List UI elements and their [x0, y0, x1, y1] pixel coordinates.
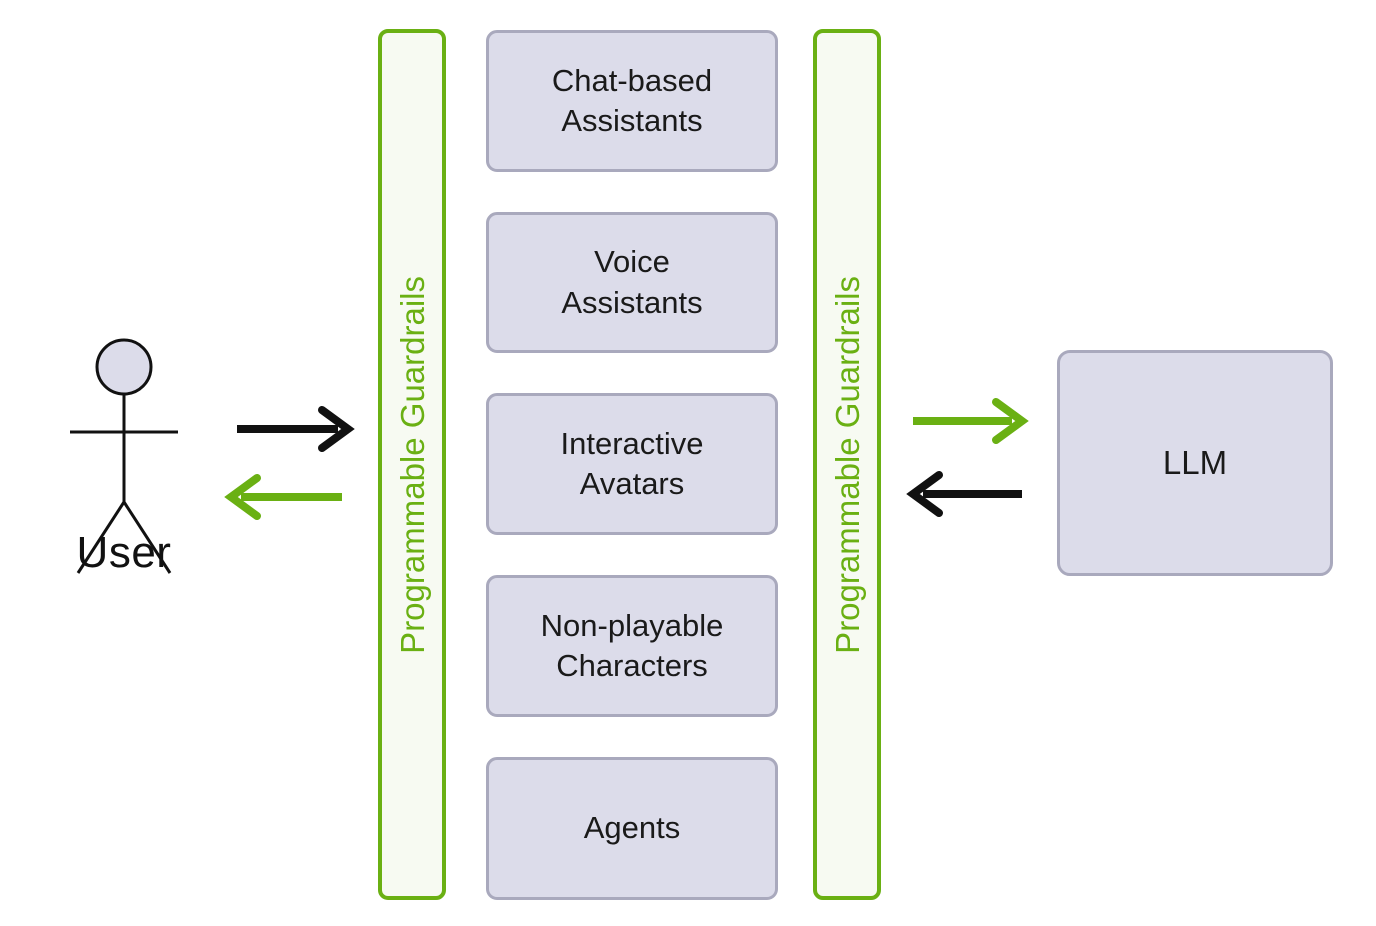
usecase-line-2: Avatars — [579, 466, 685, 501]
guardrail-left-label: Programmable Guardrails — [393, 275, 431, 654]
usecase-line-2: Assistants — [561, 284, 703, 320]
usecase-line-2: Assistants — [561, 103, 703, 138]
arrow-guardrail-to-user — [224, 474, 342, 520]
usecase-label: Interactive Avatars — [560, 424, 703, 505]
user-actor-figure — [62, 335, 186, 590]
usecase-box-interactive-avatars: Interactive Avatars — [486, 393, 778, 535]
arrow-user-to-guardrail — [237, 406, 355, 452]
guardrail-right-label: Programmable Guardrails — [828, 275, 866, 654]
user-label: User — [76, 528, 172, 577]
usecase-box-agents: Agents — [486, 757, 778, 900]
usecase-label: Agents — [583, 810, 681, 846]
usecase-line-1: Voice — [594, 244, 670, 280]
usecase-line-2: Characters — [556, 648, 708, 683]
stick-figure-icon — [70, 338, 178, 574]
llm-label: LLM — [1162, 444, 1228, 481]
usecase-box-non-playable-characters: Non-playable Characters — [486, 575, 778, 717]
arrow-guardrail-to-llm — [913, 398, 1029, 444]
guardrail-column-right: Programmable Guardrails — [813, 29, 881, 900]
usecase-line-1: Non-playable — [540, 607, 724, 643]
usecase-box-voice-assistants: Voice Assistants — [486, 212, 778, 353]
usecase-line-1: Chat-based — [551, 62, 713, 98]
usecase-label: Non-playable Characters — [541, 606, 724, 687]
guardrail-column-left: Programmable Guardrails — [378, 29, 446, 900]
llm-box: LLM — [1057, 350, 1333, 576]
usecase-label: Chat-based Assistants — [552, 61, 712, 142]
arrow-llm-to-guardrail — [906, 471, 1022, 517]
usecase-label: Voice Assistants — [561, 242, 702, 323]
usecase-box-chat-based-assistants: Chat-based Assistants — [486, 30, 778, 172]
usecase-line-1: Interactive — [560, 425, 704, 461]
